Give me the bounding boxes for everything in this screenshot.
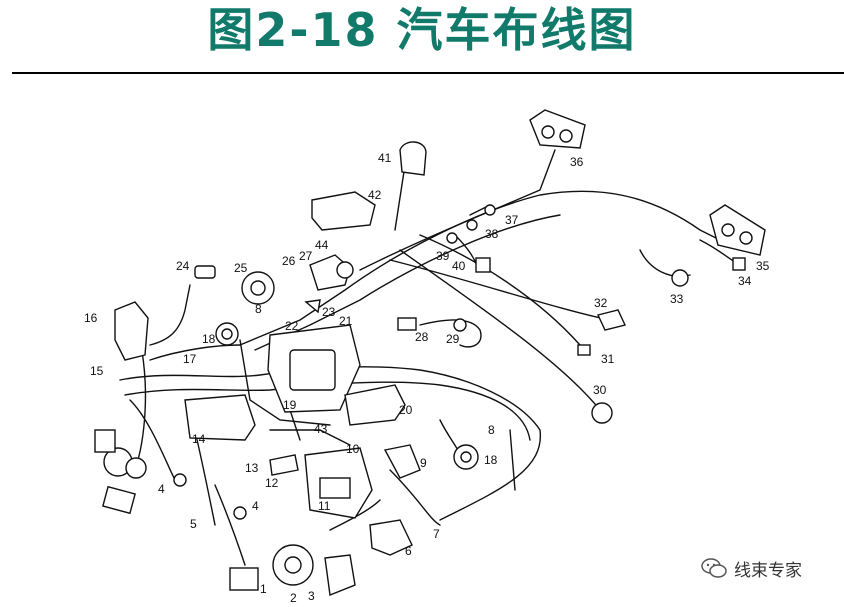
callout-label: 3 <box>308 589 315 603</box>
watermark: 线束专家 <box>700 555 802 581</box>
callout-label: 30 <box>593 383 607 397</box>
callout-label: 1 <box>260 582 267 596</box>
callout-label: 26 <box>282 254 296 268</box>
callout-label: 7 <box>433 527 440 541</box>
callout-label: 18 <box>202 332 216 346</box>
callout-label: 43 <box>314 422 328 436</box>
diagram-title: 图2-18 汽车布线图 <box>207 3 637 57</box>
callout-label: 5 <box>190 517 197 531</box>
title-rule <box>12 72 844 74</box>
callout-label: 34 <box>738 274 752 288</box>
callout-label: 18 <box>484 453 498 467</box>
callout-label: 28 <box>415 330 429 344</box>
callout-label: 33 <box>670 292 684 306</box>
callout-label: 12 <box>265 476 279 490</box>
callout-label: 20 <box>399 403 413 417</box>
callout-label: 21 <box>339 314 353 328</box>
callout-label: 22 <box>285 319 299 333</box>
callout-label: 19 <box>283 398 297 412</box>
callout-label: 13 <box>245 461 259 475</box>
callout-label: 4 <box>158 482 165 496</box>
callout-label: 8 <box>255 302 262 316</box>
callout-label: 8 <box>488 423 495 437</box>
callout-label: 25 <box>234 261 248 275</box>
callout-label: 10 <box>346 442 360 456</box>
watermark-text: 线束专家 <box>734 560 802 581</box>
callout-label: 36 <box>570 155 584 169</box>
callout-label: 15 <box>90 364 104 378</box>
callout-label: 29 <box>446 332 460 346</box>
callout-label: 41 <box>378 151 392 165</box>
callout-label: 44 <box>315 238 329 252</box>
callout-label: 2 <box>290 591 297 605</box>
callout-label: 31 <box>601 352 615 366</box>
callout-label: 4 <box>252 499 259 513</box>
callout-label: 6 <box>405 544 412 558</box>
callout-label: 42 <box>368 188 382 202</box>
callout-label: 32 <box>594 296 608 310</box>
callout-label: 9 <box>420 456 427 470</box>
wechat-icon <box>701 558 727 578</box>
callout-label: 14 <box>192 432 206 446</box>
callout-label: 16 <box>84 311 98 325</box>
callout-label: 24 <box>176 259 190 273</box>
callout-label: 23 <box>322 305 336 319</box>
callout-label: 35 <box>756 259 770 273</box>
callout-label: 39 <box>436 249 450 263</box>
callout-label: 17 <box>183 352 197 366</box>
callout-label: 11 <box>318 499 331 513</box>
callout-label: 37 <box>505 213 519 227</box>
callout-label: 38 <box>485 227 499 241</box>
callout-label: 40 <box>452 259 466 273</box>
callout-label: 27 <box>299 249 313 263</box>
